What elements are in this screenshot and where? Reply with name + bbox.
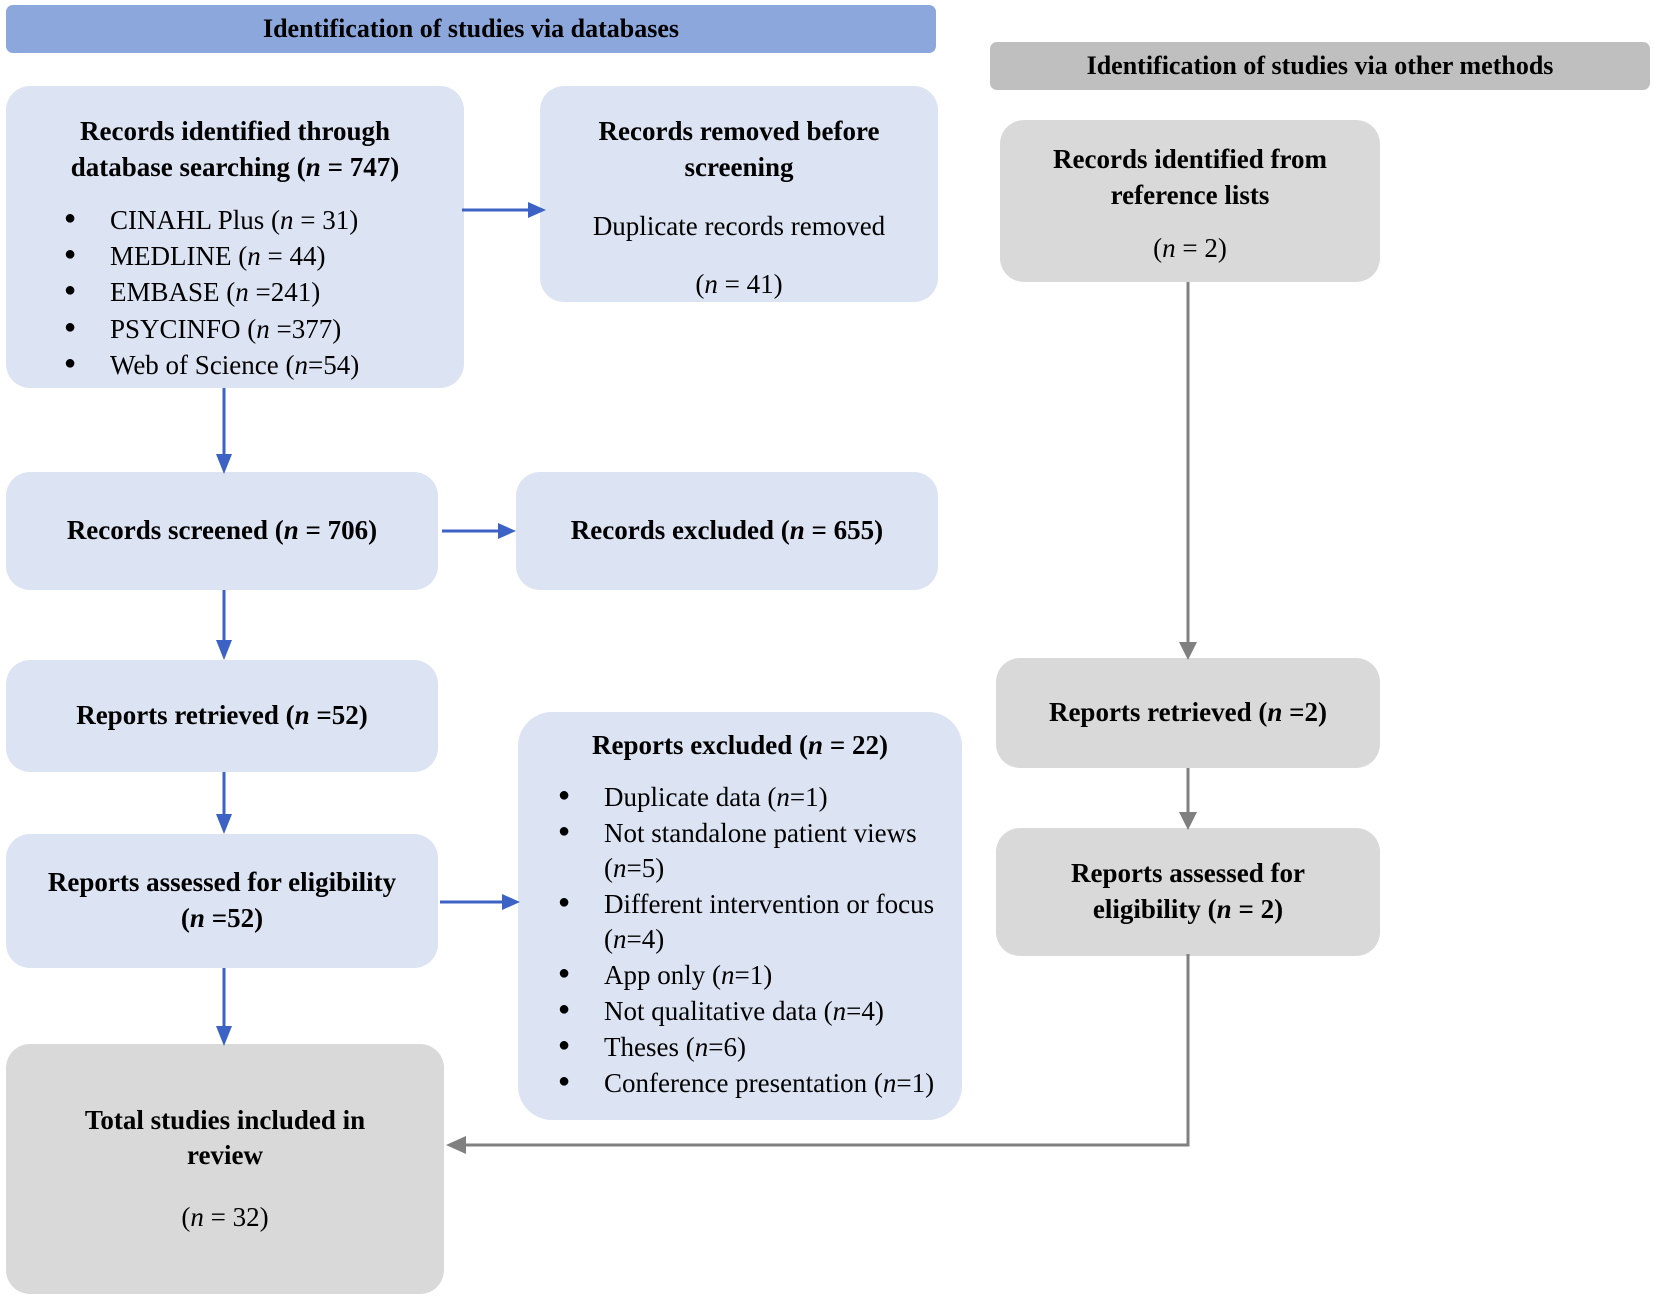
box-total-included-title-line1: Total studies included in bbox=[84, 1104, 366, 1135]
arrow-reference-to-other-retrieved bbox=[1174, 282, 1202, 660]
header-databases-label: Identification of studies via databases bbox=[262, 13, 680, 43]
box-reference-lists-title-line2: reference lists bbox=[1110, 179, 1270, 210]
list-item: App only (n=1) bbox=[558, 957, 956, 993]
list-item: CINAHL Plus (n = 31) bbox=[64, 202, 458, 238]
list-item: Not standalone patient views (n=5) bbox=[558, 815, 956, 886]
arrow-retrieved-to-assessed bbox=[208, 772, 240, 834]
list-item: EMBASE (n =241) bbox=[64, 274, 458, 310]
arrow-other-retrieved-to-assessed bbox=[1174, 768, 1202, 830]
box-records-removed-count: (n = 41) bbox=[695, 268, 783, 299]
list-item: PSYCINFO (n =377) bbox=[64, 311, 458, 347]
exclusion-reason-list: Duplicate data (n=1) Not standalone pati… bbox=[524, 779, 956, 1103]
arrow-screened-to-retrieved bbox=[208, 590, 240, 660]
header-identification-via-other-methods: Identification of studies via other meth… bbox=[990, 42, 1650, 90]
box-reports-excluded: Reports excluded (n = 22) Duplicate data… bbox=[518, 712, 962, 1120]
box-other-reports-assessed-title-line1: Reports assessed for bbox=[1071, 858, 1305, 889]
box-records-identified-title-line1: Records identified through bbox=[79, 116, 390, 146]
box-total-studies-included: Total studies included in review (n = 32… bbox=[6, 1044, 444, 1294]
box-records-removed-detail: Duplicate records removed bbox=[592, 211, 886, 242]
box-reports-assessed-eligibility: Reports assessed for eligibility (n =52) bbox=[6, 834, 438, 968]
arrow-db-to-screened bbox=[208, 388, 240, 474]
list-item: Conference presentation (n=1) bbox=[558, 1065, 956, 1101]
box-records-identified-database: Records identified through database sear… bbox=[6, 86, 464, 388]
box-records-removed-before-screening: Records removed before screening Duplica… bbox=[540, 86, 938, 302]
box-records-screened: Records screened (n = 706) bbox=[6, 472, 438, 590]
box-reports-retrieved: Reports retrieved (n =52) bbox=[6, 660, 438, 772]
arrow-other-assessed-to-total bbox=[440, 954, 1200, 1164]
box-records-identified-title-line2: database searching (n = 747) bbox=[70, 151, 400, 182]
box-other-reports-retrieved-title: Reports retrieved (n =2) bbox=[1048, 697, 1328, 728]
arrow-assessed-to-total bbox=[208, 968, 240, 1046]
box-reports-assessed-title-line1: Reports assessed for eligibility bbox=[47, 867, 397, 898]
box-records-removed-title-line2: screening bbox=[684, 151, 794, 182]
box-records-excluded: Records excluded (n = 655) bbox=[516, 472, 938, 590]
box-records-identified-reference-lists: Records identified from reference lists … bbox=[1000, 120, 1380, 282]
arrow-db-to-removed bbox=[462, 196, 546, 224]
box-other-reports-assessed-title-line2: eligibility (n = 2) bbox=[1092, 894, 1284, 924]
box-reports-retrieved-title: Reports retrieved (n =52) bbox=[76, 700, 368, 731]
list-item: Different intervention or focus (n=4) bbox=[558, 886, 956, 957]
box-records-excluded-title: Records excluded (n = 655) bbox=[570, 515, 884, 546]
list-item: Theses (n=6) bbox=[558, 1029, 956, 1065]
arrow-screened-to-excluded bbox=[442, 517, 516, 545]
list-item: MEDLINE (n = 44) bbox=[64, 238, 458, 274]
list-item: Not qualitative data (n=4) bbox=[558, 993, 956, 1029]
box-other-reports-assessed: Reports assessed for eligibility (n = 2) bbox=[996, 828, 1380, 956]
box-other-reports-retrieved: Reports retrieved (n =2) bbox=[996, 658, 1380, 768]
arrow-assessed-to-excluded bbox=[440, 888, 520, 916]
header-identification-via-databases: Identification of studies via databases bbox=[6, 5, 936, 53]
list-item: Duplicate data (n=1) bbox=[558, 779, 956, 815]
box-reference-lists-title-line1: Records identified from bbox=[1053, 144, 1327, 174]
header-other-methods-label: Identification of studies via other meth… bbox=[1086, 50, 1554, 80]
box-reference-lists-count: (n = 2) bbox=[1153, 233, 1227, 264]
database-source-list: CINAHL Plus (n = 31) MEDLINE (n = 44) EM… bbox=[12, 202, 458, 383]
box-total-included-count: (n = 32) bbox=[181, 1201, 269, 1232]
list-item: Web of Science (n=54) bbox=[64, 347, 458, 383]
box-records-screened-title: Records screened (n = 706) bbox=[66, 515, 378, 546]
box-records-removed-title-line1: Records removed before bbox=[598, 116, 880, 146]
box-reports-excluded-title: Reports excluded (n = 22) bbox=[592, 730, 888, 760]
box-total-included-title-line2: review bbox=[187, 1140, 263, 1171]
box-reports-assessed-title-line2: (n =52) bbox=[180, 903, 264, 933]
